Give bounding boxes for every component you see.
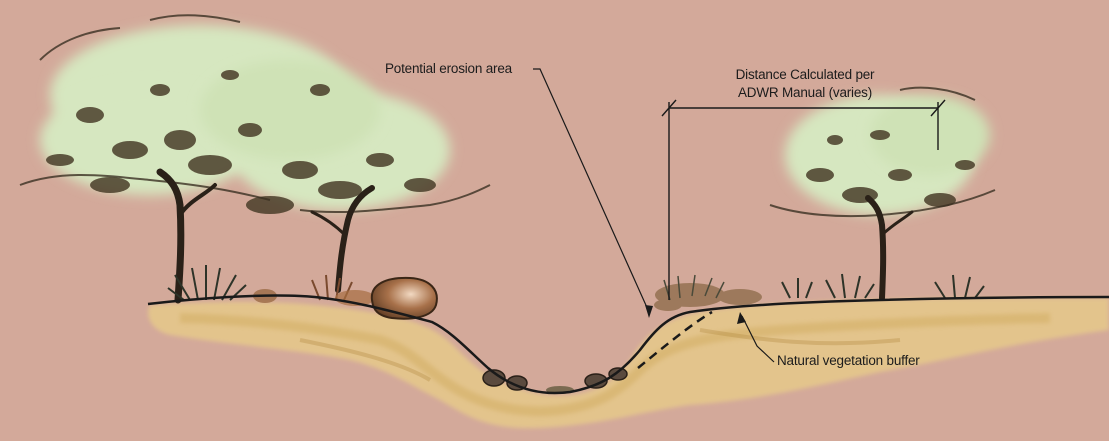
label-natural-vegetation-buffer: Natural vegetation buffer <box>777 352 920 370</box>
right-tree <box>770 88 995 298</box>
left-tree-canopy <box>20 15 490 214</box>
boulder <box>372 278 437 319</box>
erosion-leader <box>533 69 649 312</box>
label-distance-line-1: Distance Calculated per <box>670 66 940 84</box>
label-distance-line-2: ADWR Manual (varies) <box>670 84 940 102</box>
label-distance-calculated: Distance Calculated per ADWR Manual (var… <box>670 66 940 102</box>
label-potential-erosion-area: Potential erosion area <box>385 60 512 78</box>
